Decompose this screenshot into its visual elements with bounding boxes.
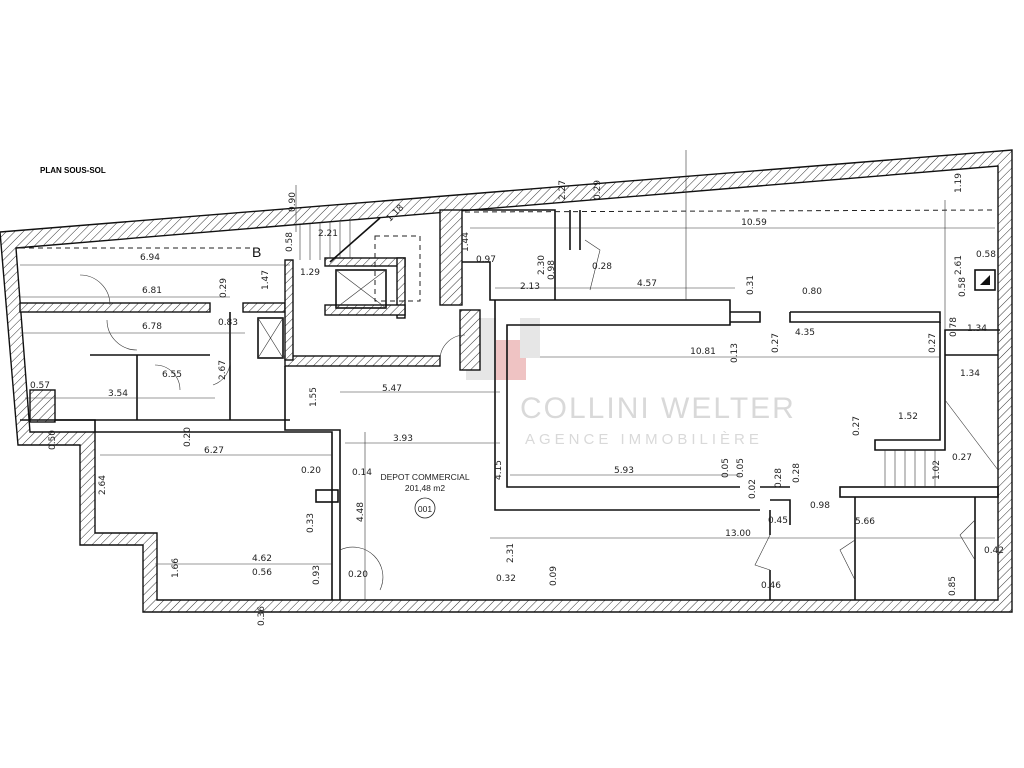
dimension-label: 0.50 (48, 430, 58, 450)
dimension-label: 0.33 (306, 513, 316, 533)
dimension-label: 0.32 (496, 574, 516, 584)
dimension-label: 0.27 (952, 453, 972, 463)
dimension-label: 0.29 (593, 180, 603, 200)
dimension-label: 2.31 (506, 543, 516, 563)
watermark: COLLINI WELTER AGENCE IMMOBILIÈRE (466, 318, 796, 448)
dimension-label: 0.27 (852, 416, 862, 436)
reference-lines (20, 150, 996, 600)
dimension-label: 1.34 (960, 369, 980, 379)
watermark-logo-grey-2 (520, 318, 540, 358)
dimension-label: 0.20 (183, 427, 193, 447)
dimension-label: 5.93 (614, 466, 634, 476)
dimension-label: 0.58 (958, 277, 968, 297)
dimension-label: 6.94 (140, 253, 160, 263)
dimension-label: 4.48 (356, 502, 366, 522)
dimension-label: 6.78 (142, 322, 162, 332)
dimension-label: 0.45 (768, 516, 788, 526)
dimension-label: 0.42 (984, 546, 1004, 556)
watermark-line1: COLLINI WELTER (520, 392, 796, 425)
dimension-label: 4.35 (795, 328, 815, 338)
dimension-label: 1.66 (171, 558, 181, 578)
dimension-label: 2.30 (537, 255, 547, 275)
dimension-label: 1.44 (461, 232, 471, 252)
dimension-label: 0.20 (301, 466, 321, 476)
dimension-label: 0.28 (792, 463, 802, 483)
dimension-label: 0.36 (257, 606, 267, 626)
dimension-label: 2.27 (558, 180, 568, 200)
dimension-label: 4.62 (252, 554, 272, 564)
dimension-label: 4.57 (637, 279, 657, 289)
room-area: 201,48 m2 (405, 483, 445, 493)
dimension-label: 0.02 (748, 479, 758, 499)
room-label: DEPOT COMMERCIAL 201,48 m2 001 (380, 472, 470, 519)
dimension-label: 3.54 (108, 389, 128, 399)
dimension-label: 4.15 (494, 460, 504, 480)
dimension-label: 5.47 (382, 384, 402, 394)
dimension-label: 3.93 (393, 434, 413, 444)
dimension-label: 2.61 (954, 255, 964, 275)
dimension-label: 0.20 (348, 570, 368, 580)
dimension-label: 0.05 (736, 458, 746, 478)
dimension-label: 2.64 (98, 475, 108, 495)
dimension-label: 5.66 (855, 517, 875, 527)
room-number: 001 (418, 504, 432, 514)
dimension-label: 0.27 (771, 333, 781, 353)
dimension-label: 0.78 (949, 317, 959, 337)
dimension-label: 6.27 (204, 446, 224, 456)
dimension-label: 0.31 (746, 275, 756, 295)
dimension-label: 0.83 (218, 318, 238, 328)
plan-title: PLAN SOUS-SOL (40, 166, 106, 175)
dimension-label: 10.81 (690, 347, 716, 357)
room-number-circle (414, 497, 436, 519)
dimension-label: 0.57 (30, 381, 50, 391)
dimension-label: 0.28 (592, 262, 612, 272)
dimension-labels: 6.94 6.81 6.78 0.83 0.29 1.47 0.58 0.90 2.21 1.29… (30, 173, 1004, 626)
dimension-label: 1.34 (967, 324, 987, 334)
section-marker: B (252, 244, 261, 260)
dimension-label: 0.29 (219, 278, 229, 298)
dimension-label: 6.55 (162, 370, 182, 380)
dimension-label: 2.13 (520, 282, 540, 292)
dimension-label: 10.59 (741, 218, 767, 228)
stairs (299, 217, 999, 487)
dimension-label: 0.27 (928, 333, 938, 353)
room-name: DEPOT COMMERCIAL (380, 472, 469, 482)
dimension-label: 0.56 (252, 568, 272, 578)
doors (79, 239, 976, 591)
dimension-label: 0.97 (476, 255, 496, 265)
dimension-label: 0.58 (285, 232, 295, 252)
dimension-label: 6.81 (142, 286, 162, 296)
dimension-label: 1.19 (954, 173, 964, 193)
dimension-label: 0.14 (352, 468, 372, 478)
dimension-label: 0.28 (774, 468, 784, 488)
dimension-label: 0.98 (810, 501, 830, 511)
exterior-wall (0, 149, 1013, 613)
interior-walls (19, 209, 1000, 600)
dimension-label: 0.80 (802, 287, 822, 297)
dimension-label: 1.02 (932, 460, 942, 480)
dimension-label: 0.13 (730, 343, 740, 363)
dimension-label: 0.90 (288, 192, 298, 212)
dimension-label: 0.93 (312, 565, 322, 585)
dimension-label: 0.85 (948, 576, 958, 596)
dimension-label: 0.05 (721, 458, 731, 478)
dimension-label: 1.47 (261, 270, 271, 290)
dimension-label: 1.29 (300, 268, 320, 278)
dimension-label: 13.00 (725, 529, 751, 539)
dimension-label: 0.46 (761, 581, 781, 591)
dimension-label: 0.09 (549, 566, 559, 586)
dimension-label: 0.58 (976, 250, 996, 260)
dimension-label: 1.52 (898, 412, 918, 422)
dimension-label: 1.55 (309, 387, 319, 407)
dimension-label: 2.21 (318, 229, 338, 239)
watermark-line2: AGENCE IMMOBILIÈRE (525, 431, 763, 448)
dimension-label: 0.98 (547, 260, 557, 280)
dimension-label: 2.67 (218, 360, 228, 380)
